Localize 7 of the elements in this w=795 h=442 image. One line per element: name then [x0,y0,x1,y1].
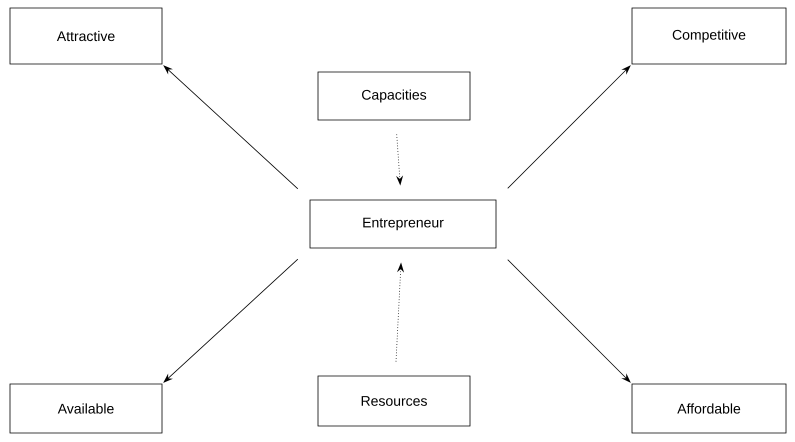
text-box: Affordable [632,384,786,434]
text-box: Available [10,384,162,434]
text-box: Attractive [10,8,162,64]
text-box: Competitive [632,8,786,64]
text-box: Capacities [318,72,470,120]
text-box: Entrepreneur [310,200,496,248]
text-box: Resources [318,376,470,426]
